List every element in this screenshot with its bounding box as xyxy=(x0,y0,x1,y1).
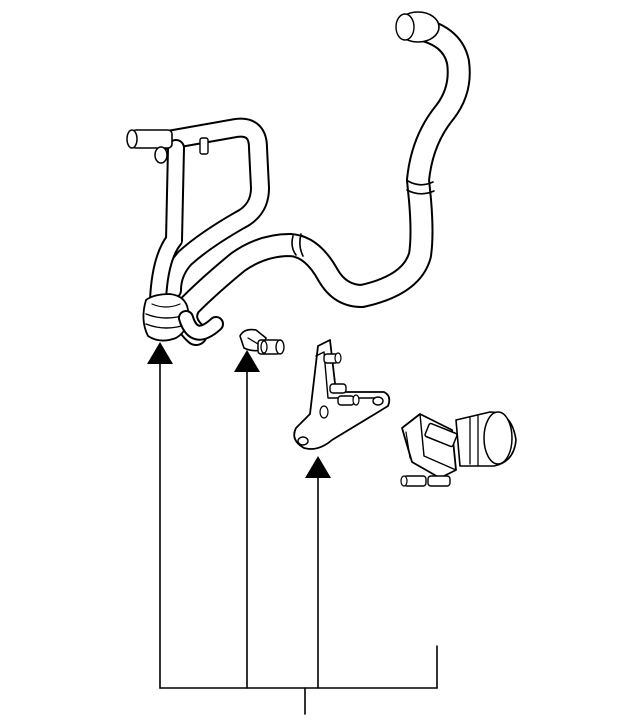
arrow-hose-assembly xyxy=(147,342,173,364)
callout-lines xyxy=(159,359,438,715)
solenoid-valve-icon xyxy=(400,411,517,487)
arrow-bracket xyxy=(305,456,331,478)
bracket-icon xyxy=(293,339,391,450)
arrow-clip xyxy=(234,350,260,372)
vacuum-hose-icon xyxy=(126,11,471,346)
clip-icon xyxy=(239,328,285,355)
